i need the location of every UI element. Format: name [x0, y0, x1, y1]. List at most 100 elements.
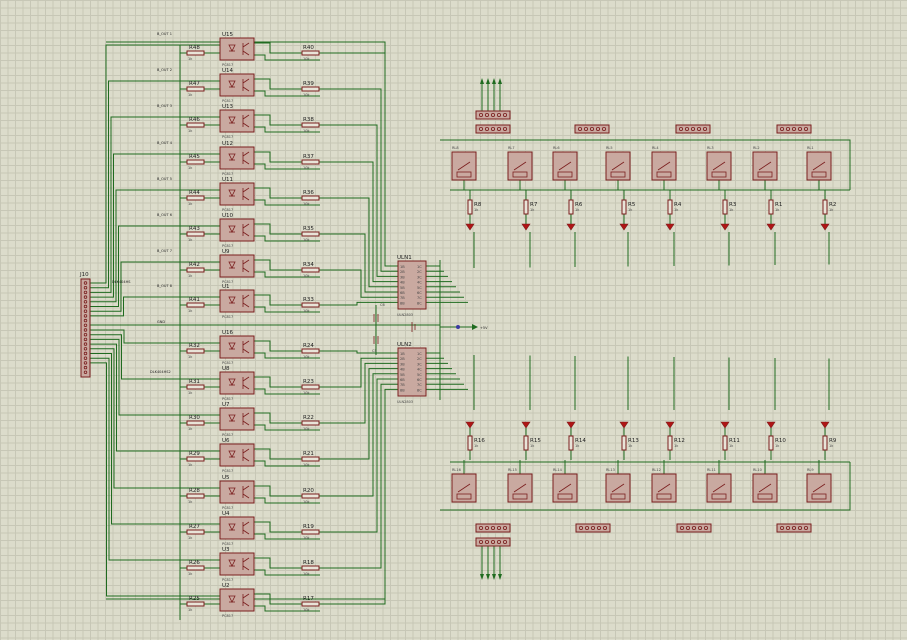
relay-coil — [757, 171, 773, 178]
opto-part: PC817 — [222, 280, 233, 284]
terminal-pin — [798, 526, 803, 531]
resistor — [568, 199, 574, 215]
opto-collector — [242, 114, 250, 120]
terminal-pin — [585, 526, 590, 531]
terminal-top — [475, 124, 511, 134]
opto-part: PC817 — [222, 244, 233, 248]
wire-opto-rout — [254, 340, 302, 352]
resistor-value: 1k — [188, 572, 193, 576]
opto-body — [219, 443, 255, 467]
opto-emitter — [242, 529, 250, 535]
opto-label: U2 — [222, 583, 230, 589]
led — [766, 421, 776, 429]
opto-part: PC817 — [222, 433, 233, 437]
opto-led — [228, 153, 236, 161]
resistor-in-label: R26 — [189, 560, 200, 566]
opto-emitter — [242, 50, 250, 56]
bus-wire — [90, 343, 180, 452]
resistor-out — [301, 50, 320, 56]
relay-upper: RL2 — [752, 146, 778, 181]
opto-part: PC817 — [222, 172, 233, 176]
terminal-bottom — [475, 537, 511, 547]
terminal-pin — [680, 526, 685, 531]
wire-opto-rout — [254, 187, 302, 199]
opto-body — [219, 146, 255, 170]
connector-pin — [83, 365, 88, 370]
opto-led — [228, 523, 236, 531]
resistor-value: 10k — [303, 355, 310, 359]
resistor-out — [301, 420, 320, 426]
resistor-label: R3 — [729, 202, 737, 208]
resistor — [467, 199, 473, 215]
resistor-out-label: R18 — [303, 560, 314, 566]
wire-opto-rout — [254, 294, 302, 306]
pin-name: 5C — [417, 286, 422, 290]
resistor-value: 1k — [674, 208, 679, 212]
relay-label: RL13 — [606, 468, 615, 472]
resistor-value: 1k — [188, 355, 193, 359]
pin-name: 3B — [400, 362, 405, 366]
led — [619, 421, 629, 429]
net-label: B_OUT 4 — [157, 141, 173, 145]
opto-body — [219, 218, 255, 242]
relay-switch — [712, 483, 726, 493]
relay-switch — [457, 161, 471, 171]
wire-opto-rout — [254, 485, 302, 497]
relay-coil — [656, 493, 672, 500]
terminal-top — [475, 110, 511, 120]
terminal-pin — [478, 127, 483, 132]
resistor-value: 10k — [303, 309, 310, 313]
bus-top — [106, 41, 386, 56]
terminal-pin — [478, 526, 483, 531]
pin-name: 3C — [417, 275, 422, 279]
led — [820, 223, 830, 231]
resistor-out — [301, 493, 320, 499]
wire-opto-emitter — [254, 497, 320, 504]
opto-collector — [242, 412, 250, 418]
resistor-in — [186, 529, 205, 535]
opto-emitter — [242, 565, 250, 571]
relay-switch — [758, 161, 772, 171]
resistor — [722, 435, 728, 451]
resistor-value: 1k — [575, 444, 580, 448]
opto-collector — [242, 557, 250, 563]
terminal-pin — [478, 540, 483, 545]
resistor-out — [301, 565, 320, 571]
relay-upper: RL3 — [706, 146, 732, 181]
connector-pin — [83, 356, 88, 360]
wire-opto-emitter — [254, 126, 320, 133]
pin-name: 2B — [400, 357, 405, 361]
pin-name: 4C — [417, 281, 422, 285]
resistor-value: 10k — [303, 238, 310, 242]
relay-label: RL6 — [553, 146, 560, 150]
relay-switch — [457, 483, 471, 493]
opto-body — [219, 588, 255, 612]
wire-opto-rout — [254, 114, 302, 126]
connector-pin — [83, 318, 88, 323]
resistor-value: 1k — [628, 208, 633, 212]
connector-pin — [83, 337, 88, 342]
relay-lower: RL12 — [651, 468, 677, 503]
driver-label: ULN1 — [397, 255, 412, 261]
bus-wire — [90, 353, 180, 525]
power-arrow — [472, 324, 478, 330]
relay-label: RL9 — [807, 468, 814, 472]
resistor-label: R10 — [775, 438, 786, 444]
resistor-value: 10k — [303, 166, 310, 170]
opto-body — [219, 289, 255, 313]
resistor-in — [186, 195, 205, 201]
opto-label: U6 — [222, 438, 230, 444]
resistor-value: 10k — [303, 427, 310, 431]
relay-switch — [558, 161, 572, 171]
terminal-pin — [584, 127, 589, 132]
drive-wire — [330, 233, 398, 293]
bus-wire — [90, 189, 180, 303]
